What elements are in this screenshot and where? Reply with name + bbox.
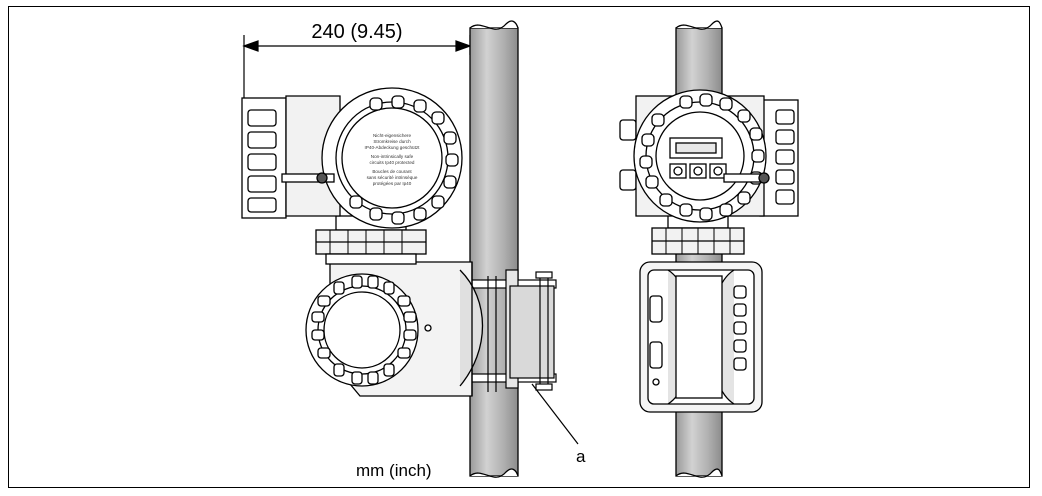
left-transmitter-housing	[241, 87, 463, 229]
left-lower-housing	[305, 261, 484, 397]
units-label: mm (inch)	[356, 461, 432, 480]
width-dimension	[242, 35, 472, 100]
cover-text-line: circuits Ip40 protected	[370, 160, 415, 165]
callout-leader-line	[531, 383, 579, 445]
dimension-arrow-right	[455, 40, 472, 52]
callout-label: a	[576, 447, 586, 466]
cover-text-line: protégées par Ip40	[373, 181, 412, 186]
dimension-label: 240 (9.45)	[311, 21, 402, 43]
cover-text-line: IP40-Abdeckung geschützt	[365, 145, 421, 150]
figure-frame	[8, 6, 1030, 488]
dimension-arrow-left	[242, 40, 259, 52]
front-cover-text: Nicht-eigensichere Stromkreise durch IP4…	[365, 133, 421, 186]
cover-text-line: Boucles de courant	[372, 169, 412, 174]
right-transmitter-housing	[619, 89, 799, 223]
cover-text-line: Non-intrinsically safe	[371, 154, 414, 159]
left-mounting-clamp	[461, 269, 557, 392]
cover-text-line: Stromkreise durch	[373, 139, 411, 144]
right-lower-housing	[639, 261, 763, 413]
cover-text-line: Nicht-eigensichere	[373, 133, 411, 138]
cover-text-line: sans sécurité intrinsèque	[367, 175, 418, 180]
left-pipe	[469, 20, 519, 478]
